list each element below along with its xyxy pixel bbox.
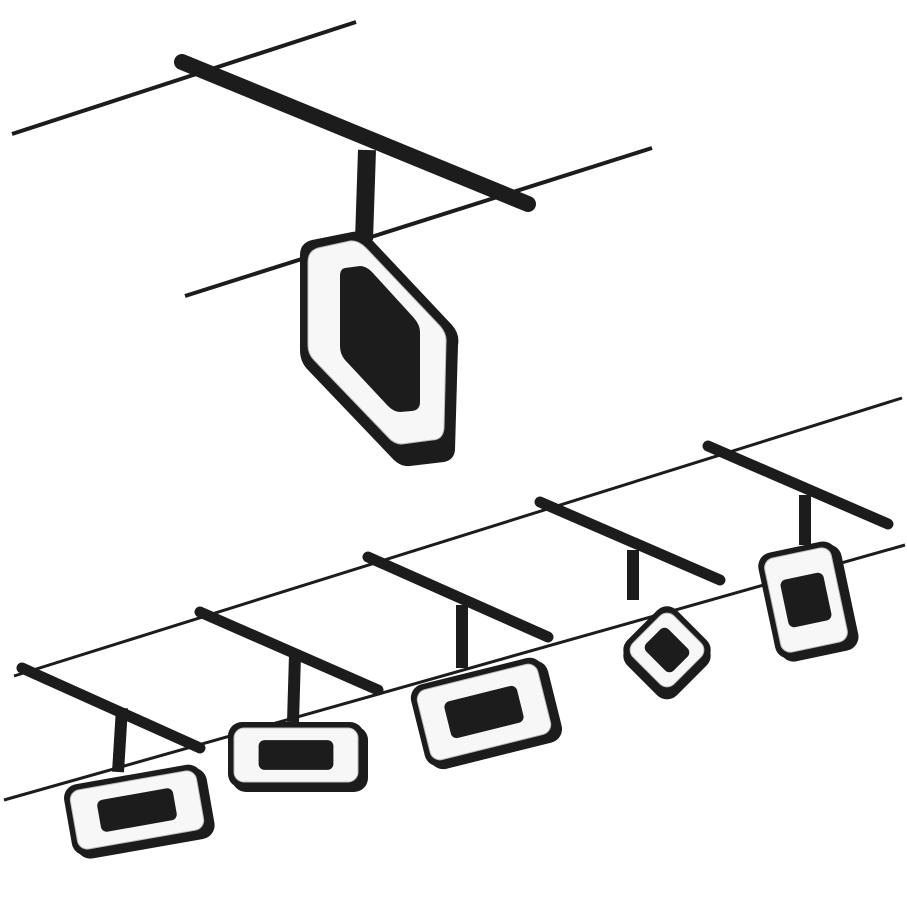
detail-view <box>11 20 653 467</box>
cable-wire <box>184 146 653 298</box>
cable-wire <box>11 20 357 136</box>
holder-stem <box>355 149 376 241</box>
t-bar-holder <box>362 551 554 643</box>
spot-lamp <box>758 541 859 662</box>
holder-stem <box>112 707 128 773</box>
cable-wire <box>3 543 906 802</box>
t-bar-holder <box>194 606 384 696</box>
spot-lamp <box>64 764 215 859</box>
spot-lamp <box>623 606 711 700</box>
spot-lamp <box>300 231 459 467</box>
full-system-view <box>3 396 906 859</box>
t-bar-holder <box>16 662 206 754</box>
spot-lamp <box>228 722 368 792</box>
cable-wire <box>13 396 903 678</box>
t-bar-holder <box>534 496 726 586</box>
holder-stem <box>287 654 301 723</box>
t-bar-holder <box>702 440 894 530</box>
spot-lamp <box>410 657 563 770</box>
t-bar-holder <box>174 54 536 212</box>
